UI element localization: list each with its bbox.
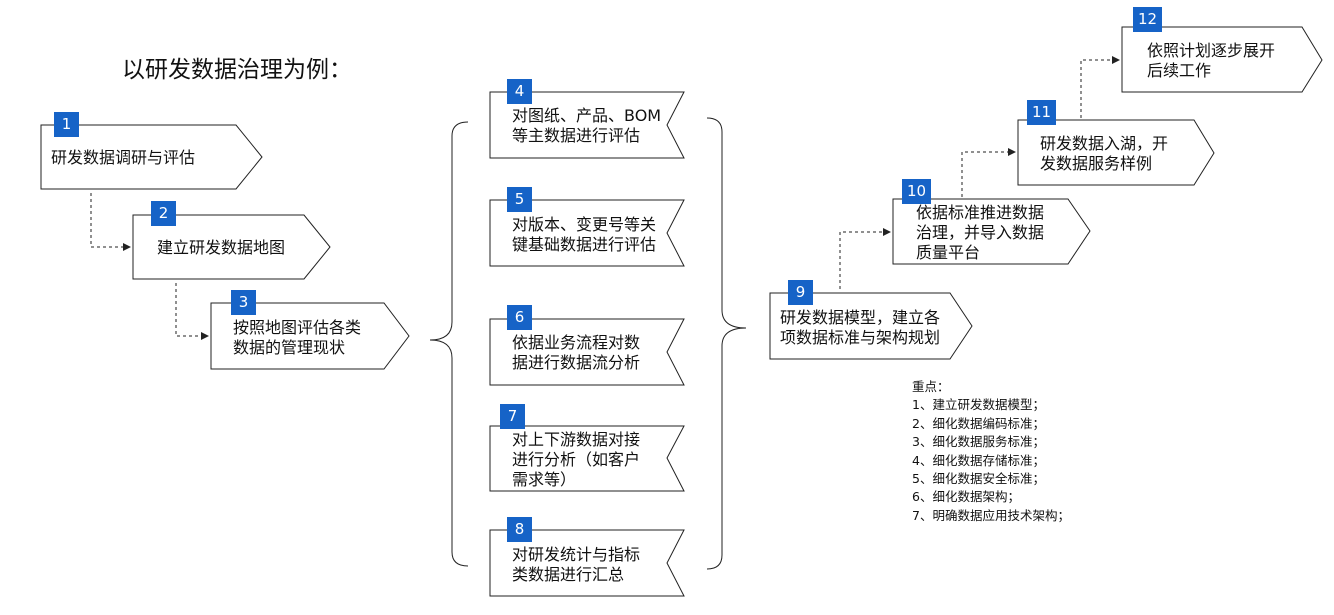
step-10-line-3: 质量平台 <box>916 243 981 262</box>
connector-10-11 <box>961 148 1016 197</box>
step-text-10: 依据标准推进数据 治理，并导入数据 质量平台 <box>916 203 1044 263</box>
step-badge-3: 3 <box>231 290 256 315</box>
step-7-line-2: 进行分析（如客户 <box>512 450 641 469</box>
step-7-line-1: 对上下游数据对接 <box>512 430 641 449</box>
right-brace <box>706 117 747 570</box>
step-text-8: 对研发统计与指标 类数据进行汇总 <box>512 545 640 585</box>
step-11-line-2: 发数据服务样例 <box>1040 154 1153 173</box>
step-3-line-2: 数据的管理现状 <box>233 338 346 357</box>
step-text-3: 按照地图评估各类 数据的管理现状 <box>233 318 361 358</box>
step-badge-4: 4 <box>507 79 532 104</box>
step-shape-8 <box>489 529 685 597</box>
connector-11-12 <box>1080 56 1120 118</box>
notes-item-2: 2、细化数据编码标准； <box>912 415 1045 431</box>
step-shape-7 <box>489 425 685 492</box>
left-brace <box>429 121 469 567</box>
step-12-line-2: 后续工作 <box>1147 61 1212 80</box>
step-text-2: 建立研发数据地图 <box>157 238 285 258</box>
step-6-line-2: 据进行数据流分析 <box>512 353 641 372</box>
step-5-line-1: 对版本、变更号等关 <box>512 215 657 234</box>
step-12-line-1: 依照计划逐步展开 <box>1147 41 1276 60</box>
connector-9-10 <box>839 228 891 289</box>
step-text-4: 对图纸、产品、BOM 等主数据进行评估 <box>512 106 661 146</box>
step-shape-12 <box>1121 26 1323 93</box>
step-7-line-3: 需求等） <box>512 470 577 489</box>
step-8-line-2: 类数据进行汇总 <box>512 565 625 584</box>
step-badge-6: 6 <box>507 305 532 330</box>
step-shape-3 <box>210 302 410 370</box>
step-shape-5 <box>489 199 685 267</box>
step-badge-5: 5 <box>507 187 532 212</box>
key-points-notes: 重点： 1、建立研发数据模型； 2、细化数据编码标准； 3、细化数据服务标准； … <box>912 378 1070 525</box>
step-shape-1 <box>40 124 263 190</box>
step-shape-10 <box>892 198 1091 265</box>
step-badge-11: 11 <box>1027 100 1056 125</box>
diagram-title: 以研发数据治理为例： <box>122 57 352 83</box>
step-text-7: 对上下游数据对接 进行分析（如客户 需求等） <box>512 430 640 490</box>
step-badge-9: 9 <box>788 280 813 305</box>
notes-item-4: 4、细化数据存储标准； <box>912 452 1045 468</box>
step-3-line-1: 按照地图评估各类 <box>233 318 362 337</box>
step-text-11: 研发数据入湖，开 发数据服务样例 <box>1040 134 1168 174</box>
step-8-line-1: 对研发统计与指标 <box>512 545 641 564</box>
step-badge-8: 8 <box>507 517 532 542</box>
step-1-line-1: 研发数据调研与评估 <box>51 148 196 167</box>
notes-item-5: 5、细化数据安全标准； <box>912 471 1045 487</box>
step-shape-9 <box>769 292 973 360</box>
step-badge-7: 7 <box>500 404 525 429</box>
step-text-9: 研发数据模型，建立各 项数据标准与架构规划 <box>780 308 940 348</box>
step-text-6: 依据业务流程对数 据进行数据流分析 <box>512 333 640 373</box>
step-2-line-1: 建立研发数据地图 <box>157 238 286 257</box>
notes-item-7: 7、明确数据应用技术架构； <box>912 507 1070 523</box>
step-badge-2: 2 <box>151 201 176 226</box>
notes-item-1: 1、建立研发数据模型； <box>912 397 1045 413</box>
step-5-line-2: 键基础数据进行评估 <box>512 235 657 254</box>
step-text-5: 对版本、变更号等关 键基础数据进行评估 <box>512 215 656 255</box>
step-10-line-1: 依据标准推进数据 <box>916 203 1045 222</box>
step-badge-12: 12 <box>1133 7 1162 32</box>
step-badge-1: 1 <box>54 112 79 137</box>
step-6-line-1: 依据业务流程对数 <box>512 333 641 352</box>
step-4-line-1: 对图纸、产品、BOM <box>512 106 662 125</box>
notes-heading: 重点： <box>912 379 950 394</box>
notes-item-6: 6、细化数据架构； <box>912 489 1020 505</box>
step-9-line-2: 项数据标准与架构规划 <box>780 328 941 347</box>
connector-2-3 <box>175 283 209 340</box>
step-text-12: 依照计划逐步展开 后续工作 <box>1147 41 1275 81</box>
step-shape-6 <box>489 318 685 386</box>
step-shape-2 <box>132 214 331 280</box>
step-11-line-1: 研发数据入湖，开 <box>1040 134 1169 153</box>
connector-1-2 <box>90 193 131 251</box>
notes-item-3: 3、细化数据服务标准； <box>912 434 1045 450</box>
step-9-line-1: 研发数据模型，建立各 <box>780 308 941 327</box>
step-text-1: 研发数据调研与评估 <box>51 148 195 168</box>
step-4-line-2: 等主数据进行评估 <box>512 126 641 145</box>
step-badge-10: 10 <box>902 179 931 204</box>
step-10-line-2: 治理，并导入数据 <box>916 223 1045 242</box>
step-shape-4 <box>489 91 685 159</box>
step-shape-11 <box>1017 119 1215 186</box>
